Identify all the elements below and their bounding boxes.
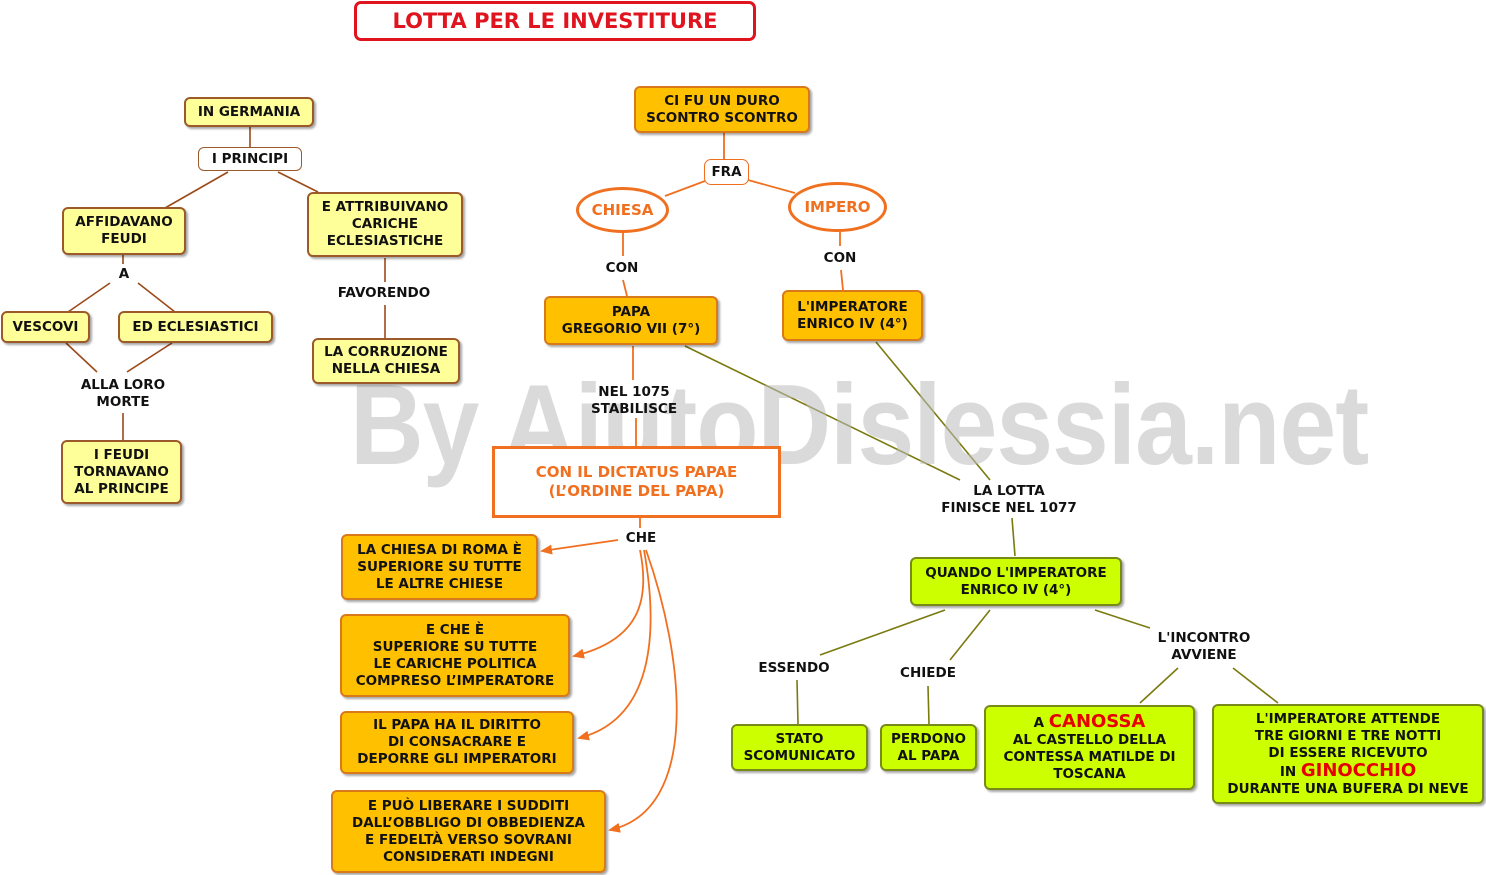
node-scontro: CI FU UN DURO SCONTRO SCONTRO — [634, 86, 810, 133]
arrow-che-rule4 — [608, 549, 678, 833]
node-attribuivano: E ATTRIBUIVANO CARICHE ECLESIASTICHE — [307, 192, 463, 257]
label-nel-1075: NEL 1075 STABILISCE — [590, 384, 678, 417]
node-i-principi: I PRINCIPI — [198, 147, 302, 171]
line-vescovi-morte — [65, 342, 98, 373]
line-fra-impero — [747, 179, 796, 194]
label-essendo: ESSENDO — [758, 660, 830, 676]
ginocchio-highlight: GINOCCHIO — [1300, 759, 1417, 781]
node-papa-gregorio: PAPA GREGORIO VII (7°) — [544, 296, 718, 345]
line-incontro-canossa — [1139, 667, 1179, 704]
node-stato-scomunicato: STATO SCOMUNICATO — [731, 724, 868, 771]
line-incontro-ginocchio — [1232, 667, 1279, 704]
arrow-che-rule3 — [577, 549, 652, 741]
line-a-ecclesiastici — [137, 282, 176, 313]
line-quando-incontro — [1094, 609, 1151, 629]
node-affidavano-feudi: AFFIDAVANO FEUDI — [62, 207, 186, 255]
arrow-che-rule1 — [540, 539, 619, 555]
line-quando-essendo — [819, 609, 946, 656]
node-rule-deporre: IL PAPA HA IL DIRITTO DI CONSACRARE E DE… — [340, 711, 574, 774]
node-canossa: A CANOSSA AL CASTELLO DELLA CONTESSA MAT… — [984, 705, 1195, 790]
node-dictatus-papae: CON IL DICTATUS PAPAE (L’ORDINE DEL PAPA… — [492, 446, 781, 518]
page-title: LOTTA PER LE INVESTITURE — [354, 1, 756, 41]
line-imperatore-lotta — [875, 341, 991, 481]
label-alla-loro-morte: ALLA LORO MORTE — [80, 377, 166, 410]
node-ecclesiastici: ED ECLESIASTICI — [118, 311, 273, 343]
node-perdono-papa: PERDONO AL PAPA — [880, 724, 977, 771]
line-chiede-perdono — [927, 685, 930, 725]
node-rule-chiesa-roma: LA CHIESA DI ROMA È SUPERIORE SU TUTTE L… — [341, 534, 538, 600]
node-vescovi: VESCOVI — [1, 311, 90, 343]
node-imperatore-enrico: L'IMPERATORE ENRICO IV (4°) — [782, 290, 923, 341]
label-chiede: CHIEDE — [900, 665, 956, 681]
node-corruzione: LA CORRUZIONE NELLA CHIESA — [312, 338, 460, 384]
line-fra-chiesa — [664, 180, 706, 197]
label-con-chiesa: CON — [605, 260, 639, 276]
label-favorendo: FAVORENDO — [337, 285, 431, 301]
line-principi-affidavano — [164, 171, 229, 209]
label-che: CHE — [625, 530, 657, 546]
label-lotta-finisce: LA LOTTA FINISCE NEL 1077 — [941, 483, 1077, 516]
line-con-imperatore — [840, 269, 844, 291]
line-quando-chiede — [949, 609, 991, 661]
node-feudi-tornavano: I FEUDI TORNAVANO AL PRINCIPE — [61, 440, 182, 504]
node-fra: FRA — [704, 159, 749, 185]
label-a: A — [118, 266, 130, 282]
line-lotta-quando — [1011, 517, 1016, 557]
label-incontro-avviene: L'INCONTRO AVVIENE — [1157, 630, 1251, 663]
canossa-highlight: CANOSSA — [1048, 710, 1146, 732]
node-quando-imperatore: QUANDO L'IMPERATORE ENRICO IV (4°) — [910, 557, 1122, 606]
line-a-vescovi — [67, 282, 111, 313]
line-principi-attribuivano — [277, 171, 319, 193]
line-essendo-scomunicato — [796, 679, 799, 725]
node-impero: IMPERO — [788, 182, 887, 232]
label-con-impero: CON — [823, 250, 857, 266]
arrow-che-rule2 — [572, 549, 645, 659]
line-papa-lotta — [684, 345, 961, 481]
node-in-germania: IN GERMANIA — [184, 97, 314, 127]
line-con-papa — [622, 279, 628, 297]
node-chiesa: CHIESA — [576, 187, 669, 233]
line-ecclesiastici-morte — [126, 342, 173, 373]
node-ginocchio: L'IMPERATORE ATTENDE TRE GIORNI E TRE NO… — [1212, 704, 1484, 804]
node-rule-liberare-sudditi: E PUÒ LIBERARE I SUDDITI DALL’OBBLIGO DI… — [331, 790, 606, 873]
node-rule-superiore-cariche: E CHE È SUPERIORE SU TUTTE LE CARICHE PO… — [340, 614, 570, 697]
